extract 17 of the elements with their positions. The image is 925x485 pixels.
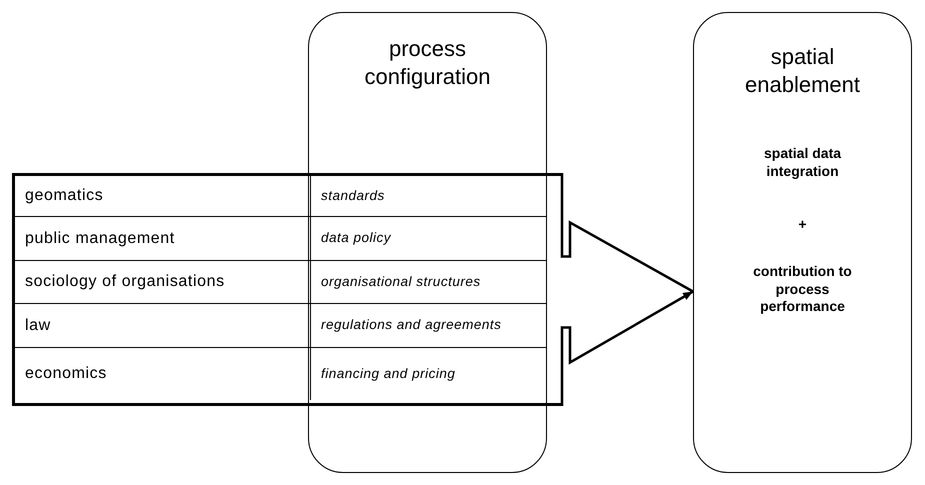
arrow <box>560 172 694 408</box>
discipline-table <box>12 173 562 406</box>
discipline-label: law <box>15 303 311 347</box>
plus-sign: + <box>797 216 808 234</box>
outcome-text: contribution to process performance <box>752 263 853 316</box>
aspect-label: data policy <box>311 216 547 260</box>
aspect-label: standards <box>320 186 386 205</box>
column-heading: process configuration <box>364 35 492 90</box>
aspect-label: financing and pricing <box>311 347 547 400</box>
box-heading: spatial enablement <box>744 43 861 98</box>
outcome-box <box>693 12 912 473</box>
discipline-label: economics <box>15 347 311 400</box>
aspect-label: organisational structures <box>311 260 547 303</box>
outcome-text: spatial data integration <box>762 145 842 180</box>
discipline-label: sociology of organisations <box>15 260 311 303</box>
aspect-label: regulations and agreements <box>311 303 547 347</box>
discipline-label: public management <box>15 216 311 260</box>
